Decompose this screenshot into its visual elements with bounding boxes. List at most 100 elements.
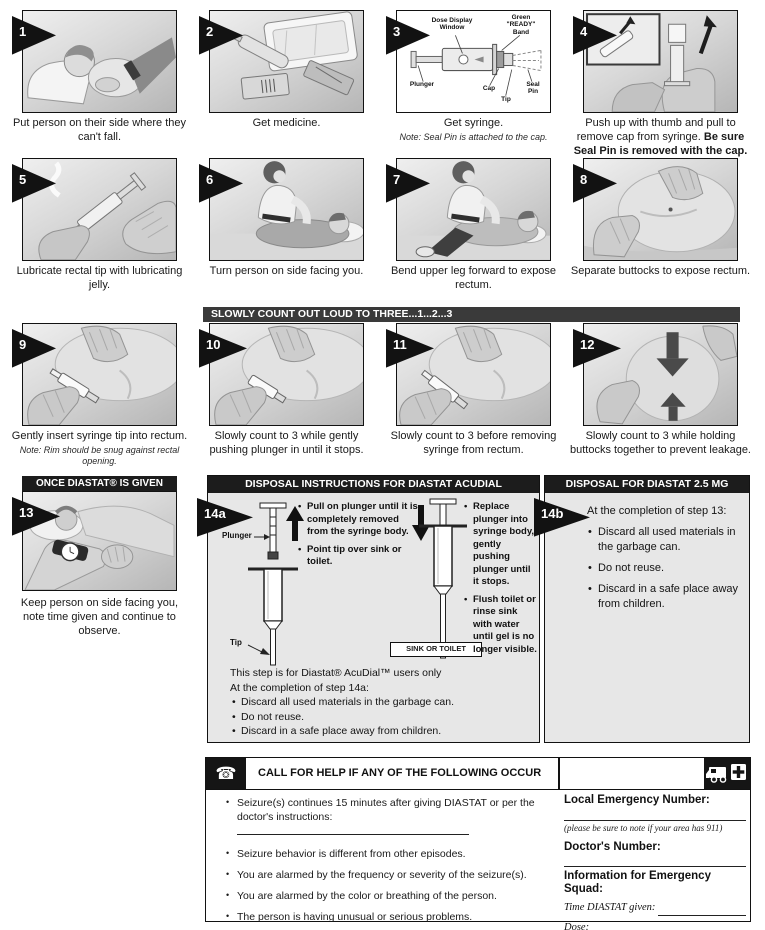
dose-row: Dose: bbox=[564, 922, 746, 930]
remove-cap-illustration bbox=[586, 13, 717, 112]
local-emergency-label: Local Emergency Number: bbox=[564, 794, 710, 806]
emergency-numbers-form: Local Emergency Number: (please be sure … bbox=[564, 794, 746, 930]
ambulance-icon bbox=[704, 758, 750, 789]
diagram-label-dose-display: Dose Display Window bbox=[431, 17, 473, 32]
bullet: Discard in a safe place away from childr… bbox=[587, 582, 739, 612]
time-given-label: Time DIASTAT given: bbox=[564, 901, 656, 913]
bullet: Seizure behavior is different from other… bbox=[224, 847, 549, 861]
call-for-help-header: ☎ CALL FOR HELP IF ANY OF THE FOLLOWING … bbox=[206, 758, 750, 790]
step-cell-13: ONCE DIASTAT® IS GIVEN 13 Keep person on… bbox=[12, 476, 178, 638]
step-7-panel: 7 bbox=[386, 158, 551, 261]
disposal-left-bullets: Pull on plunger until it is completely r… bbox=[298, 501, 420, 574]
header-divider bbox=[558, 758, 560, 789]
step-9-note: Note: Rim should be snug against rectal … bbox=[19, 444, 180, 467]
once-diastat-given-bar: ONCE DIASTAT® IS GIVEN bbox=[22, 476, 177, 491]
push-plunger-illustration bbox=[214, 325, 363, 425]
step-number: 14a bbox=[204, 506, 226, 521]
bullet: Pull on plunger until it is completely r… bbox=[298, 501, 420, 539]
step-cell-9: 9 Gently insert syringe tip into rectum.… bbox=[12, 323, 187, 468]
step-4-caption: Push up with thumb and pull to remove ca… bbox=[568, 117, 753, 158]
completion-note: At the completion of step 13: bbox=[587, 505, 727, 517]
bullet-text: Seizure(s) continues 15 minutes after gi… bbox=[237, 797, 535, 824]
step-number: 6 bbox=[206, 172, 214, 187]
medicine-kit-illustration bbox=[226, 11, 358, 100]
step-5-panel: 5 bbox=[12, 158, 177, 261]
step-cell-5: 5 Lubricate rectal tip with lubricating … bbox=[12, 158, 182, 293]
bullet: Do not reuse. bbox=[230, 710, 532, 725]
step-number: 13 bbox=[19, 505, 34, 520]
step-4-caption-bold: Be sure Seal Pin is removed with the cap… bbox=[573, 130, 748, 157]
insert-syringe-illustration bbox=[27, 325, 176, 425]
disposal-25mg-header: DISPOSAL FOR DIASTAT 2.5 MG bbox=[545, 476, 749, 493]
bullet: Seizure(s) continues 15 minutes after gi… bbox=[224, 796, 549, 840]
step-8-panel: 8 bbox=[573, 158, 738, 261]
syringe-diagram-illustration bbox=[410, 35, 542, 96]
step-number: 8 bbox=[580, 172, 588, 187]
call-for-help-panel: ☎ CALL FOR HELP IF ANY OF THE FOLLOWING … bbox=[205, 757, 751, 930]
bullet: Replace plunger into syringe body, gentl… bbox=[464, 501, 538, 589]
step-number: 4 bbox=[580, 24, 588, 39]
time-given-row: Time DIASTAT given: bbox=[564, 902, 746, 916]
instructions-blank-line bbox=[237, 824, 469, 836]
bullet: Flush toilet or rinse sink with water un… bbox=[464, 594, 538, 657]
person-on-side-illustration bbox=[27, 37, 176, 105]
step-10-caption: Slowly count to 3 while gently pushing p… bbox=[209, 430, 364, 456]
bullet: You are alarmed by the frequency or seve… bbox=[224, 868, 549, 882]
bullet: Discard in a safe place away from childr… bbox=[230, 724, 532, 739]
separate-buttocks-illustration bbox=[584, 166, 737, 260]
bend-leg-illustration bbox=[397, 161, 550, 260]
area-911-note: (please be sure to note if your area has… bbox=[564, 822, 723, 833]
step-3-caption: Get syringe. bbox=[443, 117, 504, 129]
step-8-caption: Separate buttocks to expose rectum. bbox=[570, 265, 751, 277]
acudial-users-note: This step is for Diastat® AcuDial™ users… bbox=[230, 667, 442, 679]
step-number: 10 bbox=[206, 337, 221, 352]
step-13-caption: Keep person on side facing you, note tim… bbox=[20, 597, 179, 637]
step-number-badge: 14b bbox=[534, 498, 590, 537]
step-12-panel: 12 bbox=[573, 323, 738, 426]
observe-person-illustration bbox=[24, 505, 175, 590]
step-1-panel: 1 bbox=[12, 10, 177, 113]
telephone-icon: ☎ bbox=[206, 758, 246, 789]
step-number: 7 bbox=[393, 172, 401, 187]
lubricate-tip-illustration bbox=[38, 161, 176, 260]
step-number: 12 bbox=[580, 337, 595, 352]
step-cell-1: 1 Put person on their side where they ca… bbox=[12, 10, 186, 145]
step-cell-7: 7 Bend upper leg forward to expose rectu… bbox=[386, 158, 556, 293]
step-cell-10: 10 Slowly count to 3 while gently pushin… bbox=[199, 323, 364, 458]
bullet: Discard all used materials in the garbag… bbox=[230, 695, 532, 710]
count-out-loud-banner: SLOWLY COUNT OUT LOUD TO THREE...1...2..… bbox=[203, 307, 740, 322]
step-10-panel: 10 bbox=[199, 323, 364, 426]
bullet: Point tip over sink or toilet. bbox=[298, 544, 420, 569]
step-number: 14b bbox=[541, 506, 564, 521]
step-13-panel: 13 bbox=[12, 491, 177, 591]
dose-label: Dose: bbox=[564, 921, 590, 930]
step-cell-11: 11 Slowly count to 3 before removing syr… bbox=[386, 323, 556, 458]
diagram-label-tip: Tip bbox=[501, 96, 511, 103]
step-cell-2: 2 Get medicine. bbox=[199, 10, 364, 131]
diagram-label-green-band: Green "READY" Band bbox=[506, 14, 536, 36]
step-6-caption: Turn person on side facing you. bbox=[209, 265, 364, 277]
step-9-caption: Gently insert syringe tip into rectum. bbox=[11, 430, 188, 442]
step-12-caption: Slowly count to 3 while holding buttocks… bbox=[569, 430, 751, 456]
diagram-label-seal-pin: Seal Pin bbox=[526, 81, 540, 96]
bullet: Discard all used materials in the garbag… bbox=[587, 525, 739, 555]
step-number: 5 bbox=[19, 172, 27, 187]
step-2-caption: Get medicine. bbox=[252, 117, 321, 129]
disposal-acudial-footer: This step is for Diastat® AcuDial™ users… bbox=[230, 666, 532, 739]
step-4-panel: 4 bbox=[573, 10, 738, 113]
disposal-25mg-panel: DISPOSAL FOR DIASTAT 2.5 MG 14b At the c… bbox=[534, 475, 750, 743]
step-1-caption: Put person on their side where they can'… bbox=[12, 117, 187, 143]
disposal-acudial-header: DISPOSAL INSTRUCTIONS FOR DIASTAT ACUDIA… bbox=[208, 476, 539, 493]
disposal-acudial-panel: DISPOSAL INSTRUCTIONS FOR DIASTAT ACUDIA… bbox=[197, 475, 540, 743]
disposal-tip-label: Tip bbox=[230, 638, 242, 647]
step-3-note: Note: Seal Pin is attached to the cap. bbox=[399, 131, 548, 142]
completion-note: At the completion of step 14a: bbox=[230, 681, 369, 694]
step-7-caption: Bend upper leg forward to expose rectum. bbox=[390, 265, 557, 291]
step-5-caption: Lubricate rectal tip with lubricating je… bbox=[16, 265, 183, 291]
step-cell-12: 12 Slowly count to 3 while holding butto… bbox=[570, 323, 751, 458]
local-emergency-blank-line bbox=[564, 807, 746, 821]
disposal-right-bullets: Replace plunger into syringe body, gentl… bbox=[464, 501, 538, 661]
turn-person-illustration bbox=[210, 161, 363, 260]
disposal-25mg-body: At the completion of step 13: Discard al… bbox=[587, 504, 739, 612]
bullet: Do not reuse. bbox=[587, 561, 739, 576]
